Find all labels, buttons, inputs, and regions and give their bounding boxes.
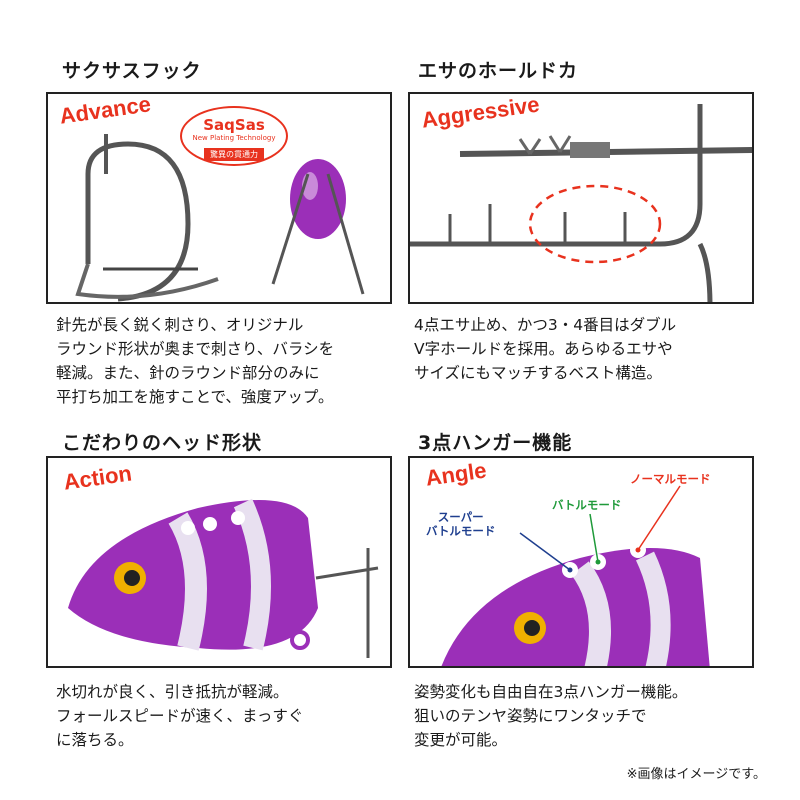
description-hook: 針先が長く鋭く刺さり、オリジナル ラウンド形状が奥まで刺さり、バラシを 軽減。ま… [56, 316, 335, 406]
description-hanger: 姿勢変化も自由自在3点ハンガー機能。 狙いのテンヤ姿勢にワンタッチで 変更が可能… [414, 683, 688, 749]
badge-brand: SaqSas [203, 116, 265, 134]
description-head-shape: 水切れが良く、引き抵抗が軽減。 フォールスピードが速く、まっすぐ に落ちる。 [56, 683, 304, 749]
bait-hold-image-panel: Aggressive [408, 92, 754, 304]
label-battle-mode: バトルモード [552, 498, 622, 512]
label-super-battle-mode: スーパー バトルモード [426, 510, 496, 538]
head-shape-image-panel: Action [46, 456, 392, 668]
hook-illustration [75, 134, 365, 302]
description-bait-hold: 4点エサ止め、かつ3・4番目はダブル V字ホールドを採用。あらゆるエサや サイズ… [414, 316, 677, 382]
hanger-image-panel: Angle スーパー バトルモード バトルモード ノーマルモード [408, 456, 754, 668]
label-normal-mode: ノーマルモード [630, 472, 711, 486]
section-title-hanger: 3点ハンガー機能 [418, 432, 573, 454]
hanger-illustration [441, 485, 710, 666]
image-disclaimer: ※画像はイメージです。 [626, 767, 766, 782]
section-title-hook: サクサスフック [62, 60, 202, 82]
badge-subtitle: New Plating Technology [192, 134, 276, 142]
badge-caption: 驚異の貫通力 [204, 148, 264, 161]
head-illustration [68, 498, 379, 658]
saqsas-badge: SaqSas New Plating Technology 驚異の貫通力 [180, 106, 288, 166]
section-title-head-shape: こだわりのヘッド形状 [62, 432, 263, 454]
bait-hold-illustration [410, 104, 752, 302]
section-title-bait-hold: エサのホールドカ [418, 60, 579, 82]
hook-image-panel: Advance SaqSas New Plating Technology 驚異… [46, 92, 392, 304]
